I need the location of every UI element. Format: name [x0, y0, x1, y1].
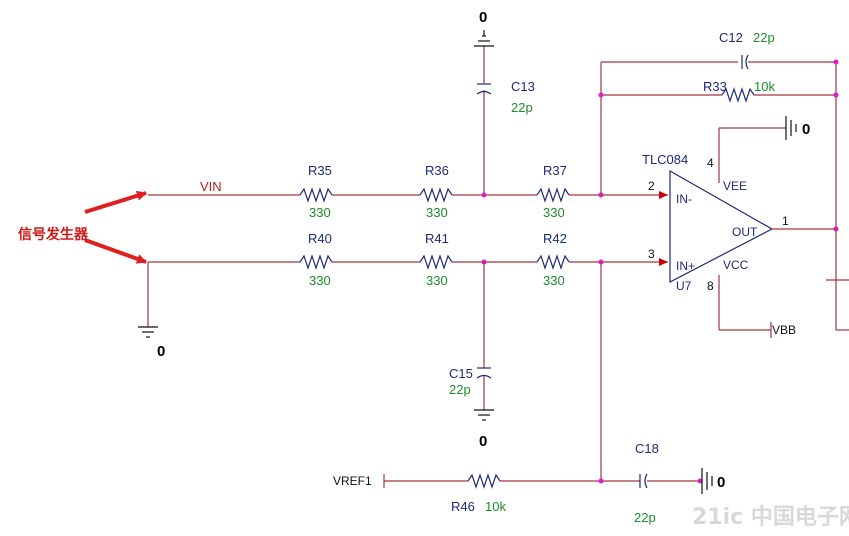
- pin-8: 8: [707, 279, 714, 293]
- resistor-r42: R42 330: [536, 231, 570, 288]
- c18-ref: C18: [635, 441, 659, 456]
- pin-3: 3: [648, 247, 655, 261]
- opamp-vee-label: VEE: [723, 179, 747, 193]
- c18-value: 22p: [634, 510, 656, 525]
- net-label-vbb: VBB: [772, 323, 796, 337]
- net-label-vin: VIN: [200, 179, 222, 194]
- pin-2: 2: [648, 179, 655, 193]
- opamp-in-plus-label: IN+: [676, 259, 695, 273]
- pin-1: 1: [782, 214, 789, 228]
- ground-symbol-c15: 0: [474, 409, 494, 450]
- resistor-r37: R37 330: [536, 163, 570, 220]
- annotation-arrows: [84, 190, 147, 264]
- r41-ref: R41: [425, 231, 449, 246]
- ground-label-left: 0: [157, 343, 165, 360]
- r40-value: 330: [309, 273, 331, 288]
- ground-symbol-c18: 0: [701, 468, 725, 494]
- r35-value: 330: [309, 205, 331, 220]
- capacitor-c15: C15 22p: [449, 366, 492, 397]
- resistor-r36: R36 330: [419, 163, 453, 220]
- r33-ref: R33: [703, 79, 727, 94]
- c13-ref: C13: [511, 79, 535, 94]
- r42-ref: R42: [543, 231, 567, 246]
- r36-ref: R36: [425, 163, 449, 178]
- r46-value: 10k: [485, 499, 506, 514]
- c15-ref: C15: [449, 366, 473, 381]
- capacitor-c18: C18 22p: [634, 441, 659, 525]
- annotation-signal-generator: 信号发生器: [18, 226, 89, 243]
- resistor-r40: R40 330: [299, 231, 333, 288]
- ground-label-vee: 0: [802, 121, 810, 138]
- ground-symbol-left: 0: [138, 326, 165, 360]
- r35-ref: R35: [308, 163, 332, 178]
- resistor-r33: R33 10k: [703, 79, 775, 103]
- resistor-r41: R41 330: [419, 231, 453, 288]
- opamp-out-label: OUT: [732, 225, 758, 239]
- r37-ref: R37: [543, 163, 567, 178]
- watermark: 21ic 中国电子网: [692, 505, 849, 530]
- pin-4: 4: [707, 156, 714, 170]
- r36-value: 330: [426, 205, 448, 220]
- r37-value: 330: [543, 205, 565, 220]
- r40-ref: R40: [308, 231, 332, 246]
- ground-label-c13: 0: [479, 9, 487, 26]
- ground-label-c18: 0: [717, 474, 725, 491]
- opamp-ref: U7: [676, 279, 692, 293]
- opamp-in-minus-label: IN-: [676, 192, 692, 206]
- opamp-u7: TLC084 IN- IN+ OUT VEE VCC U7 2 3 1 4 8: [642, 152, 789, 293]
- capacitor-c13: C13 22p: [476, 79, 535, 115]
- opamp-vcc-label: VCC: [723, 258, 749, 272]
- opamp-part: TLC084: [642, 152, 688, 167]
- ground-symbol-c13: 0: [474, 9, 494, 47]
- svg-text:VREF1: VREF1: [333, 474, 372, 488]
- c15-value: 22p: [449, 382, 471, 397]
- r41-value: 330: [426, 273, 448, 288]
- capacitor-c12: C12 22p: [719, 30, 775, 70]
- ground-symbol-vee: 0: [785, 116, 810, 140]
- c13-value: 22p: [511, 100, 533, 115]
- net-label-vref: VREF1: [333, 474, 385, 488]
- resistor-r35: R35 330: [299, 163, 333, 220]
- resistor-r46: R46 10k: [451, 473, 506, 514]
- r42-value: 330: [543, 273, 565, 288]
- r46-ref: R46: [451, 499, 475, 514]
- ground-label-c15: 0: [479, 433, 487, 450]
- r33-value: 10k: [754, 79, 775, 94]
- c12-ref: C12: [719, 30, 743, 45]
- c12-value: 22p: [753, 30, 775, 45]
